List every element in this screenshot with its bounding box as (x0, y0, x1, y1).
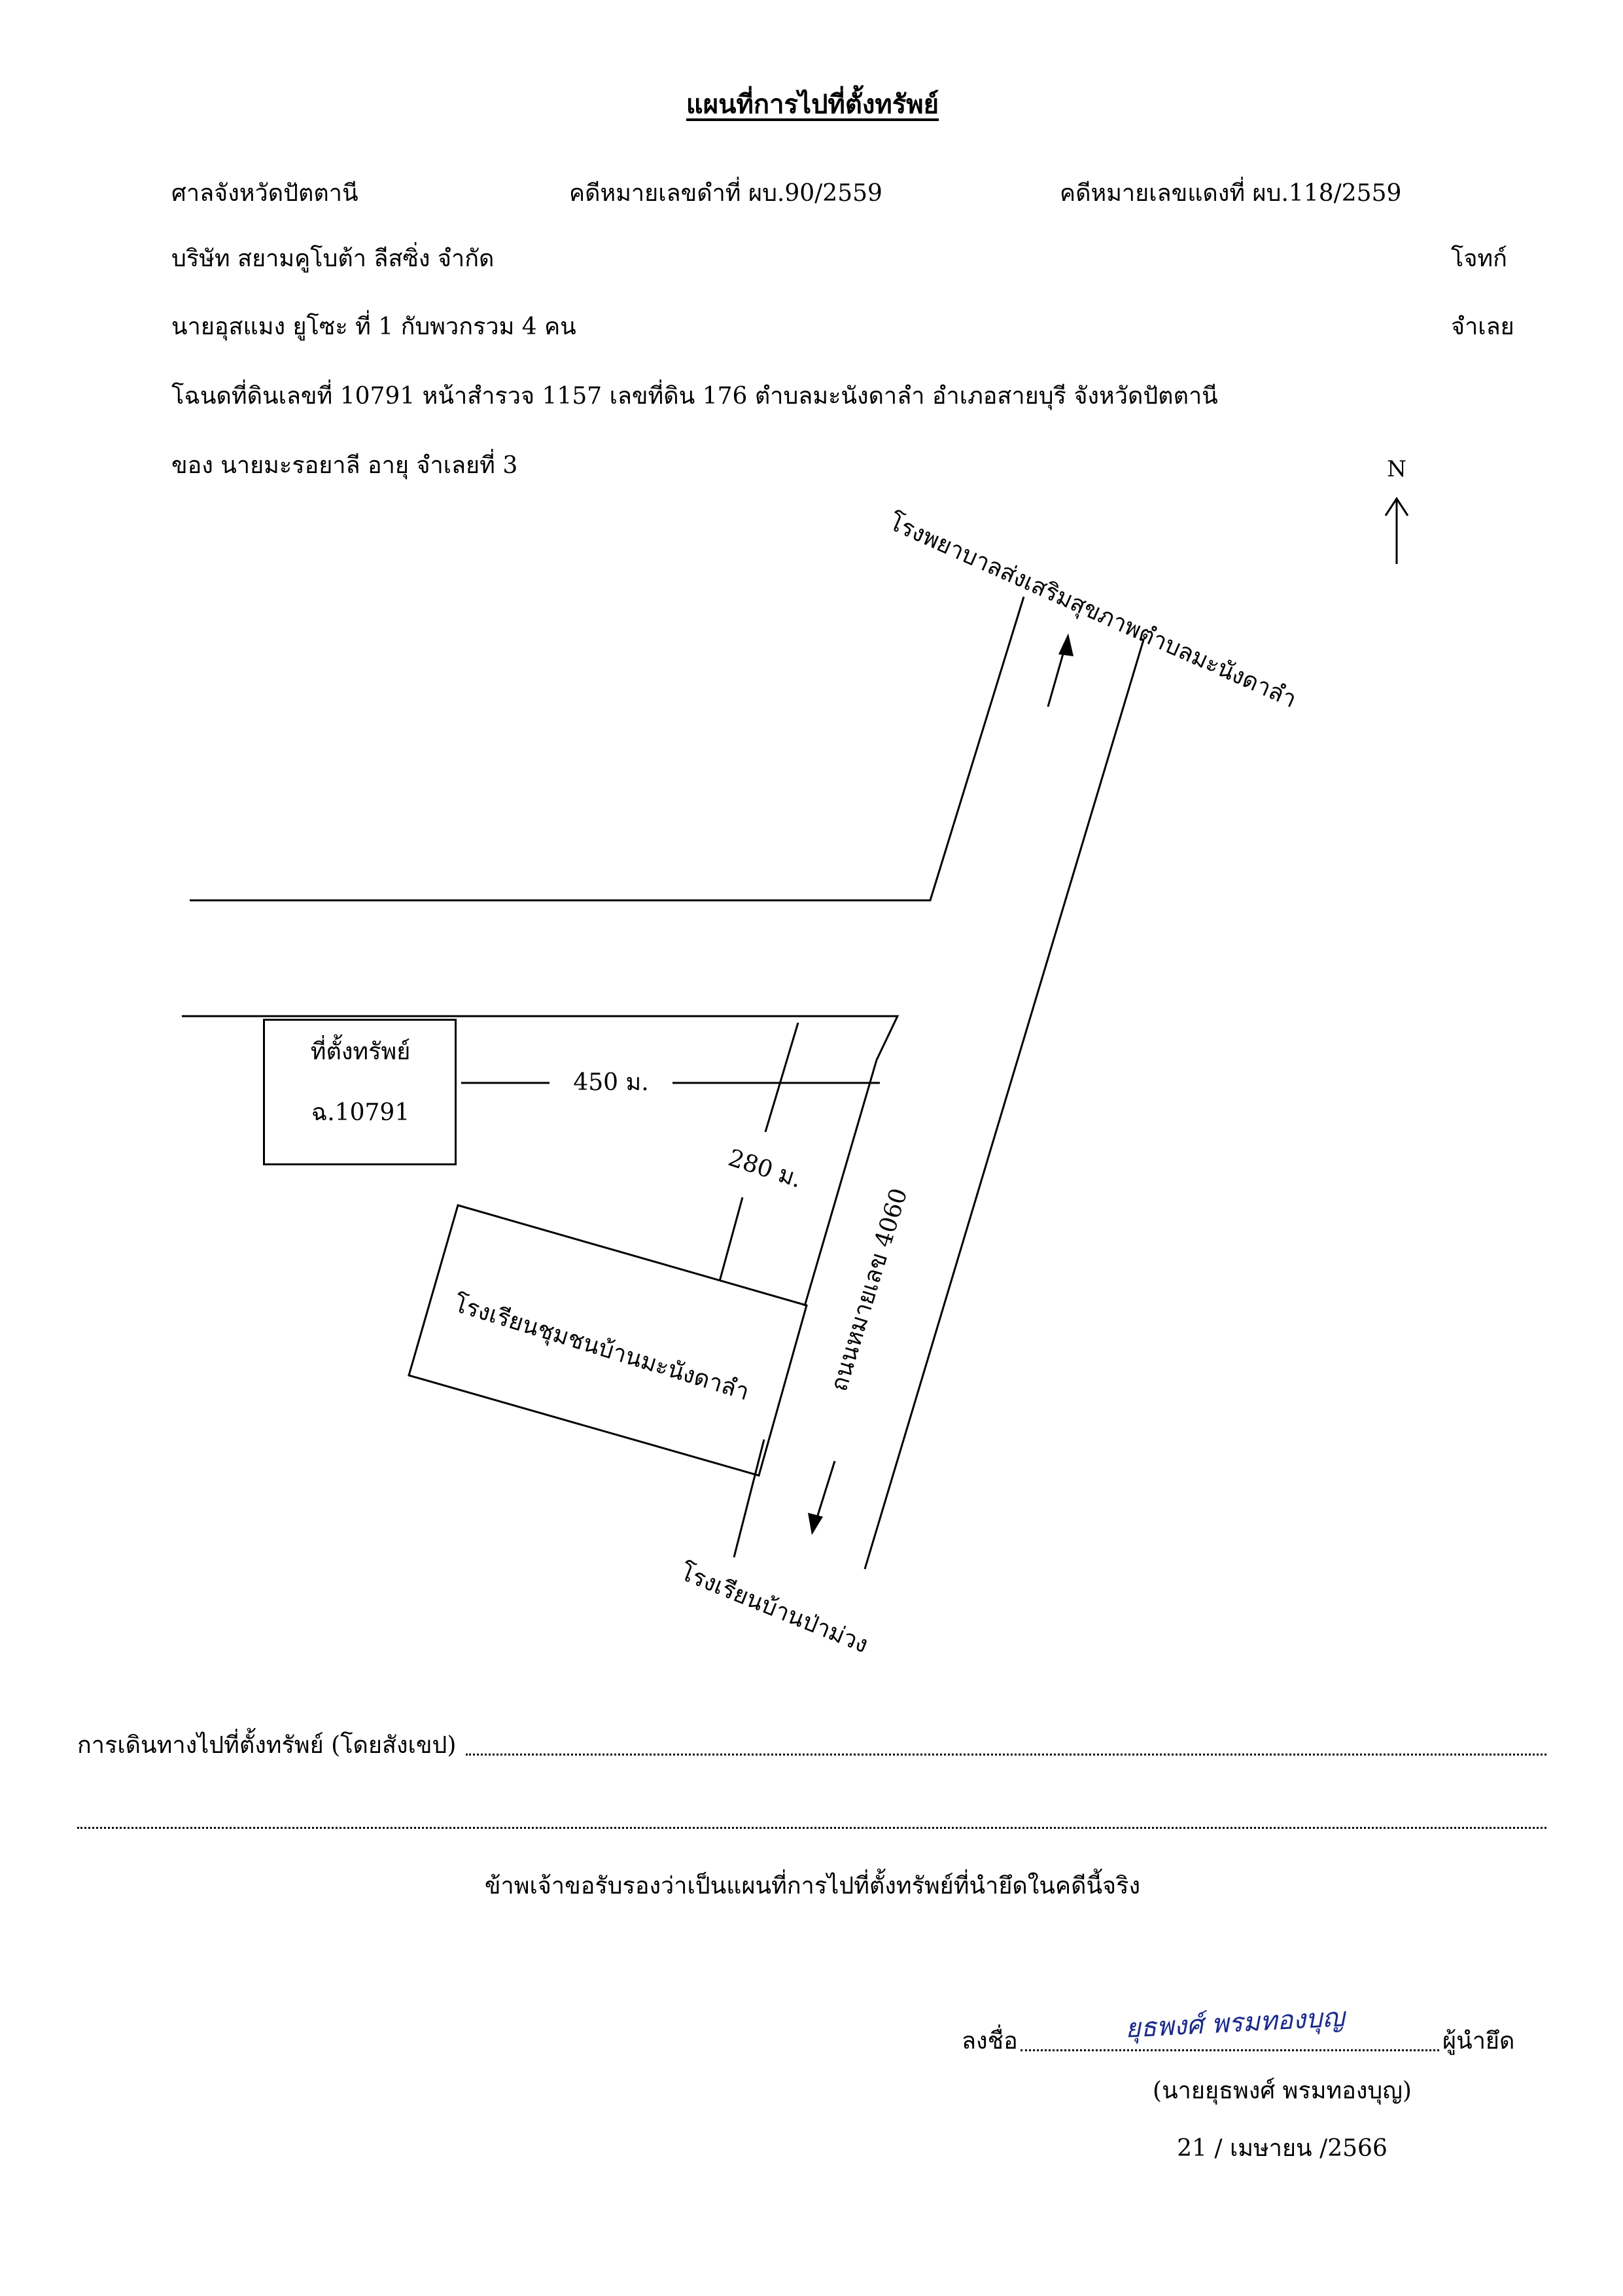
location-map (182, 497, 1409, 1570)
direction-arrow-south (813, 1460, 836, 1527)
property-label: ที่ตั้งทรัพย์ (310, 1038, 411, 1065)
certification-statement: ข้าพเจ้าขอรับรองว่าเป็นแผนที่การไปที่ตั้… (484, 1873, 1141, 1899)
main-road-edge-left-lower (803, 1059, 878, 1307)
direction-arrow-north-head (1058, 633, 1073, 656)
signer-role: ผู้นำยึด (1442, 2028, 1515, 2055)
distance-280-line-bottom (718, 1197, 744, 1282)
red-case-number: คดีหมายเลขแดงที่ ผบ.118/2559 (1060, 180, 1402, 207)
community-school-building (408, 1204, 808, 1477)
side-road-line (190, 596, 1025, 902)
directions-label: การเดินทางไปที่ตั้งทรัพย์ (โดยสังเขป) (77, 1732, 457, 1759)
distance-280-line-top (764, 1022, 799, 1133)
direction-arrow-south-head (808, 1513, 823, 1535)
black-case-number: คดีหมายเลขดำที่ ผบ.90/2559 (569, 180, 882, 207)
property-deed-number: ฉ.10791 (311, 1099, 410, 1126)
signature-dotted-line (1021, 2049, 1439, 2051)
directions-dotted-line-2 (77, 1827, 1546, 1829)
sign-label: ลงชื่อ (962, 2028, 1018, 2055)
main-road-edge-left-bottom (733, 1439, 765, 1558)
main-road-edge-right (864, 639, 1145, 1570)
north-label: N (1387, 456, 1406, 482)
property-owner: ของ นายมะรอยาลี อายุ จำเลยที่ 3 (171, 452, 518, 479)
directions-dotted-line (466, 1754, 1546, 1756)
property-box (263, 1019, 457, 1165)
court-name: ศาลจังหวัดปัตตานี (171, 180, 358, 207)
main-road-edge-left (182, 1015, 899, 1061)
handwritten-signature: ยุธพงศ์ พรมทองบุญ (1125, 2002, 1346, 2044)
north-arrow-head (1384, 497, 1409, 516)
page-title: แผนที่การไปที่ตั้งทรัพย์ (686, 89, 939, 120)
distance-450-label: 450 ม. (573, 1069, 649, 1096)
land-deed-info: โฉนดที่ดินเลขที่ 10791 หน้าสำรวจ 1157 เล… (171, 383, 1218, 410)
plaintiff-label: โจทก์ (1451, 245, 1507, 272)
plaintiff-name: บริษัท สยามคูโบต้า ลีสซิ่ง จำกัด (171, 245, 495, 272)
defendant-name: นายอุสแมง ยูโซะ ที่ 1 กับพวกรวม 4 คน (171, 313, 576, 340)
signing-date: 21 / เมษายน /2566 (1177, 2135, 1387, 2162)
signer-name: (นายยุธพงศ์ พรมทองบุญ) (1153, 2077, 1412, 2104)
defendant-label: จำเลย (1451, 313, 1514, 340)
